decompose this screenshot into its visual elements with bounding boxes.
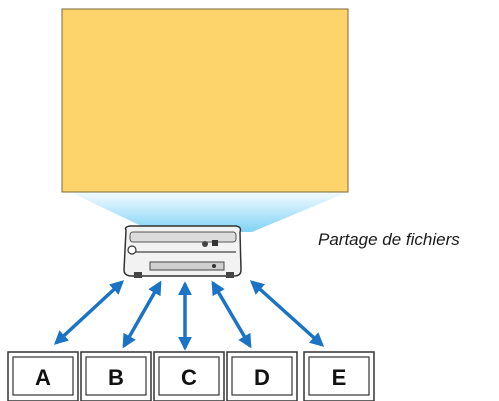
projector xyxy=(123,225,242,278)
arrow-a xyxy=(53,280,125,345)
monitor-c: C xyxy=(153,351,225,401)
projection-beam xyxy=(70,192,348,232)
caption-file-sharing: Partage de fichiers xyxy=(318,230,460,249)
projection-screen xyxy=(61,8,349,193)
monitor-b: B xyxy=(80,351,152,401)
monitor-a: A xyxy=(7,351,79,401)
arrow-b xyxy=(122,280,162,349)
monitor-e: E xyxy=(303,351,375,401)
arrow-d xyxy=(211,280,252,349)
monitor-d: D xyxy=(226,351,298,401)
arrows xyxy=(53,280,325,351)
monitor-label: D xyxy=(254,365,270,390)
arrow-e xyxy=(249,280,325,347)
monitor-label: C xyxy=(181,365,197,390)
monitor-label: E xyxy=(332,365,347,390)
monitor-label: B xyxy=(108,365,124,390)
monitor-label: A xyxy=(35,365,51,390)
